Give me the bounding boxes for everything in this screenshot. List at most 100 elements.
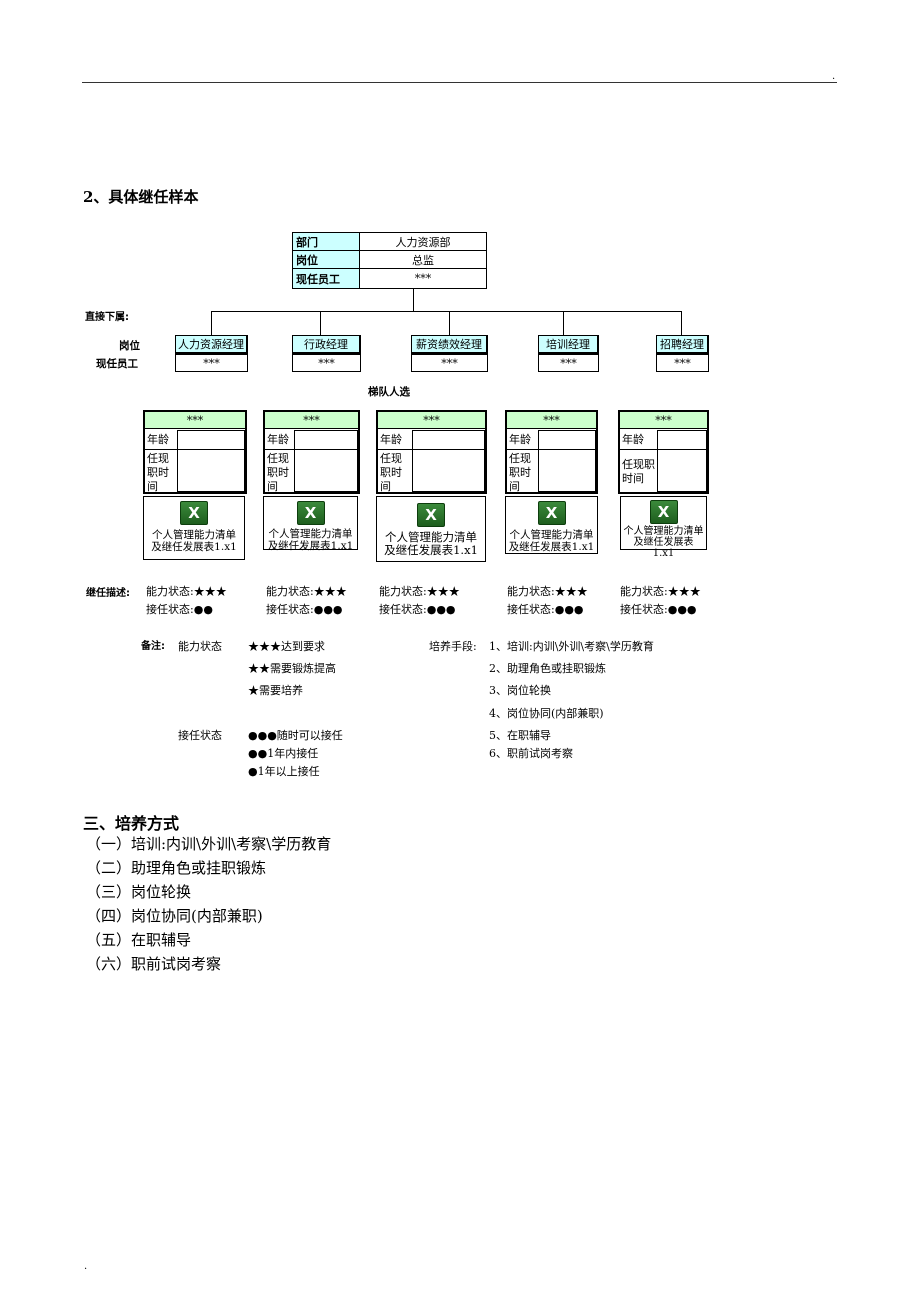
section3-item-3: （三）岗位轮换 bbox=[86, 883, 192, 901]
candidate-name: *** bbox=[378, 412, 485, 429]
candidate-name: *** bbox=[507, 412, 596, 429]
position-box-3: 薪资绩效经理 bbox=[411, 335, 488, 354]
footer-dot: . bbox=[84, 1261, 88, 1272]
section3-item-5: （五）在职辅导 bbox=[86, 931, 192, 949]
tenure-label: 任现职时间 bbox=[380, 452, 402, 493]
training-item-3: 3、岗位轮换 bbox=[489, 684, 551, 697]
age-value bbox=[657, 430, 707, 450]
connector-drop-4 bbox=[563, 311, 564, 335]
connector-vertical-main bbox=[413, 289, 414, 312]
tenure-value bbox=[294, 449, 358, 492]
excel-attachment-1[interactable]: X 个人管理能力清单及继任发展表1.x1 bbox=[143, 496, 245, 560]
age-label: 年龄 bbox=[622, 433, 644, 446]
candidate-status-1: 能力状态:★★★ 接任状态:●● bbox=[146, 585, 227, 616]
section3-item-2: （二）助理角色或挂职锻炼 bbox=[86, 859, 267, 877]
age-value bbox=[538, 430, 596, 450]
excel-icon: X bbox=[537, 501, 566, 525]
training-item-6: 6、职前试岗考察 bbox=[489, 747, 573, 760]
age-value bbox=[412, 430, 485, 450]
tenure-label: 任现职时间 bbox=[147, 452, 169, 493]
excel-icon: X bbox=[180, 501, 208, 525]
connector-horizontal bbox=[211, 311, 681, 312]
remarks-label: 备注: bbox=[141, 641, 165, 652]
position-staff-1: *** bbox=[175, 354, 248, 372]
top-label-staff: 现任员工 bbox=[292, 268, 360, 289]
position-box-1: 人力资源经理 bbox=[175, 335, 248, 354]
position-staff-5: *** bbox=[656, 354, 709, 372]
position-box-5: 招聘经理 bbox=[656, 335, 709, 354]
age-label: 年龄 bbox=[509, 433, 531, 446]
training-legend-title: 培养手段: bbox=[429, 640, 477, 653]
connector-drop-3 bbox=[449, 311, 450, 335]
excel-attachment-4[interactable]: X 个人管理能力清单及继任发展表1.x1 bbox=[505, 496, 598, 554]
tenure-label: 任现职时间 bbox=[509, 452, 531, 493]
tenure-value bbox=[177, 449, 245, 492]
ability-legend-item-2: ★★需要锻炼提高 bbox=[248, 662, 336, 675]
excel-caption: 个人管理能力清单及继任发展表1.x1 bbox=[384, 530, 478, 557]
top-value-dept: 人力资源部 bbox=[359, 232, 487, 251]
excel-caption: 个人管理能力清单及继任发展表1.x1 bbox=[508, 529, 595, 553]
section3-item-1: （一）培训:内训\外训\考察\学历教育 bbox=[86, 835, 332, 853]
connector-drop-5 bbox=[681, 311, 682, 335]
succession-legend-item-2: ●●1年内接任 bbox=[248, 747, 319, 760]
ability-legend-item-1: ★★★达到要求 bbox=[248, 640, 325, 653]
top-label-dept: 部门 bbox=[292, 232, 360, 251]
excel-icon: X bbox=[296, 501, 325, 525]
section3-item-4: （四）岗位协同(内部兼职) bbox=[86, 907, 263, 925]
ability-legend-title: 能力状态 bbox=[178, 640, 222, 653]
section3-item-6: （六）职前试岗考察 bbox=[86, 955, 222, 973]
candidate-status-4: 能力状态:★★★ 接任状态:●●● bbox=[507, 585, 588, 616]
candidate-card-3: *** 年龄 任现职时间 bbox=[376, 410, 487, 494]
excel-attachment-5[interactable]: X 个人管理能力清单及继任发展表1.x1 bbox=[620, 496, 707, 559]
top-value-position: 总监 bbox=[359, 250, 487, 269]
position-staff-4: *** bbox=[538, 354, 599, 372]
header-rule bbox=[82, 82, 837, 83]
succession-legend-item-3: ●1年以上接任 bbox=[248, 765, 320, 778]
tenure-value bbox=[657, 449, 707, 492]
connector-drop-2 bbox=[320, 311, 321, 335]
position-row-label: 岗位 bbox=[119, 340, 140, 352]
top-label-position: 岗位 bbox=[292, 250, 360, 269]
candidate-status-2: 能力状态:★★★ 接任状态:●●● bbox=[266, 585, 347, 616]
candidate-card-5: *** 年龄 任现职时间 bbox=[618, 410, 709, 494]
position-box-2: 行政经理 bbox=[292, 335, 361, 354]
excel-caption: 个人管理能力清单及继任发展表1.x1 bbox=[267, 528, 354, 552]
ladder-label: 梯队人选 bbox=[368, 386, 410, 398]
training-item-4: 4、岗位协同(内部兼职) bbox=[489, 707, 604, 720]
section-title: 2、具体继任样本 bbox=[83, 188, 199, 206]
candidate-status-3: 能力状态:★★★ 接任状态:●●● bbox=[379, 585, 460, 616]
succession-legend-title: 接任状态 bbox=[178, 729, 222, 742]
candidate-name: *** bbox=[620, 412, 707, 429]
candidate-name: *** bbox=[145, 412, 245, 429]
tenure-value bbox=[538, 449, 596, 492]
excel-caption: 个人管理能力清单及继任发展表1.x1 bbox=[151, 529, 237, 553]
age-label: 年龄 bbox=[147, 433, 169, 446]
training-item-5: 5、在职辅导 bbox=[489, 729, 551, 742]
candidate-card-1: *** 年龄 任现职时间 bbox=[143, 410, 247, 494]
age-label: 年龄 bbox=[267, 433, 289, 446]
candidate-status-5: 能力状态:★★★ 接任状态:●●● bbox=[620, 585, 701, 616]
excel-attachment-2[interactable]: X 个人管理能力清单及继任发展表1.x1 bbox=[263, 496, 358, 552]
ability-legend-item-3: ★需要培养 bbox=[248, 684, 303, 697]
header-dot: . bbox=[832, 71, 836, 82]
training-item-1: 1、培训:内训\外训\考察\学历教育 bbox=[489, 640, 654, 653]
succession-legend-item-1: ●●●随时可以接任 bbox=[248, 729, 343, 742]
succession-desc-label: 继任描述: bbox=[86, 588, 130, 599]
age-value bbox=[294, 430, 358, 450]
excel-caption: 个人管理能力清单及继任发展表1.x1 bbox=[623, 526, 704, 559]
excel-attachment-3[interactable]: X 个人管理能力清单及继任发展表1.x1 bbox=[376, 496, 486, 562]
excel-icon: X bbox=[417, 503, 445, 527]
candidate-card-4: *** 年龄 任现职时间 bbox=[505, 410, 598, 494]
age-value bbox=[177, 430, 245, 450]
tenure-label: 任现职时间 bbox=[622, 458, 655, 485]
section3-title: 三、培养方式 bbox=[83, 814, 180, 833]
excel-icon: X bbox=[649, 500, 678, 524]
candidate-name: *** bbox=[265, 412, 358, 429]
staff-row-label: 现任员工 bbox=[96, 358, 138, 370]
position-box-4: 培训经理 bbox=[538, 335, 599, 354]
training-item-2: 2、助理角色或挂职锻炼 bbox=[489, 662, 606, 675]
top-value-staff: *** bbox=[359, 268, 487, 289]
direct-subordinates-label: 直接下属: bbox=[85, 312, 129, 323]
tenure-value bbox=[412, 449, 485, 492]
candidate-card-2: *** 年龄 任现职时间 bbox=[263, 410, 360, 494]
